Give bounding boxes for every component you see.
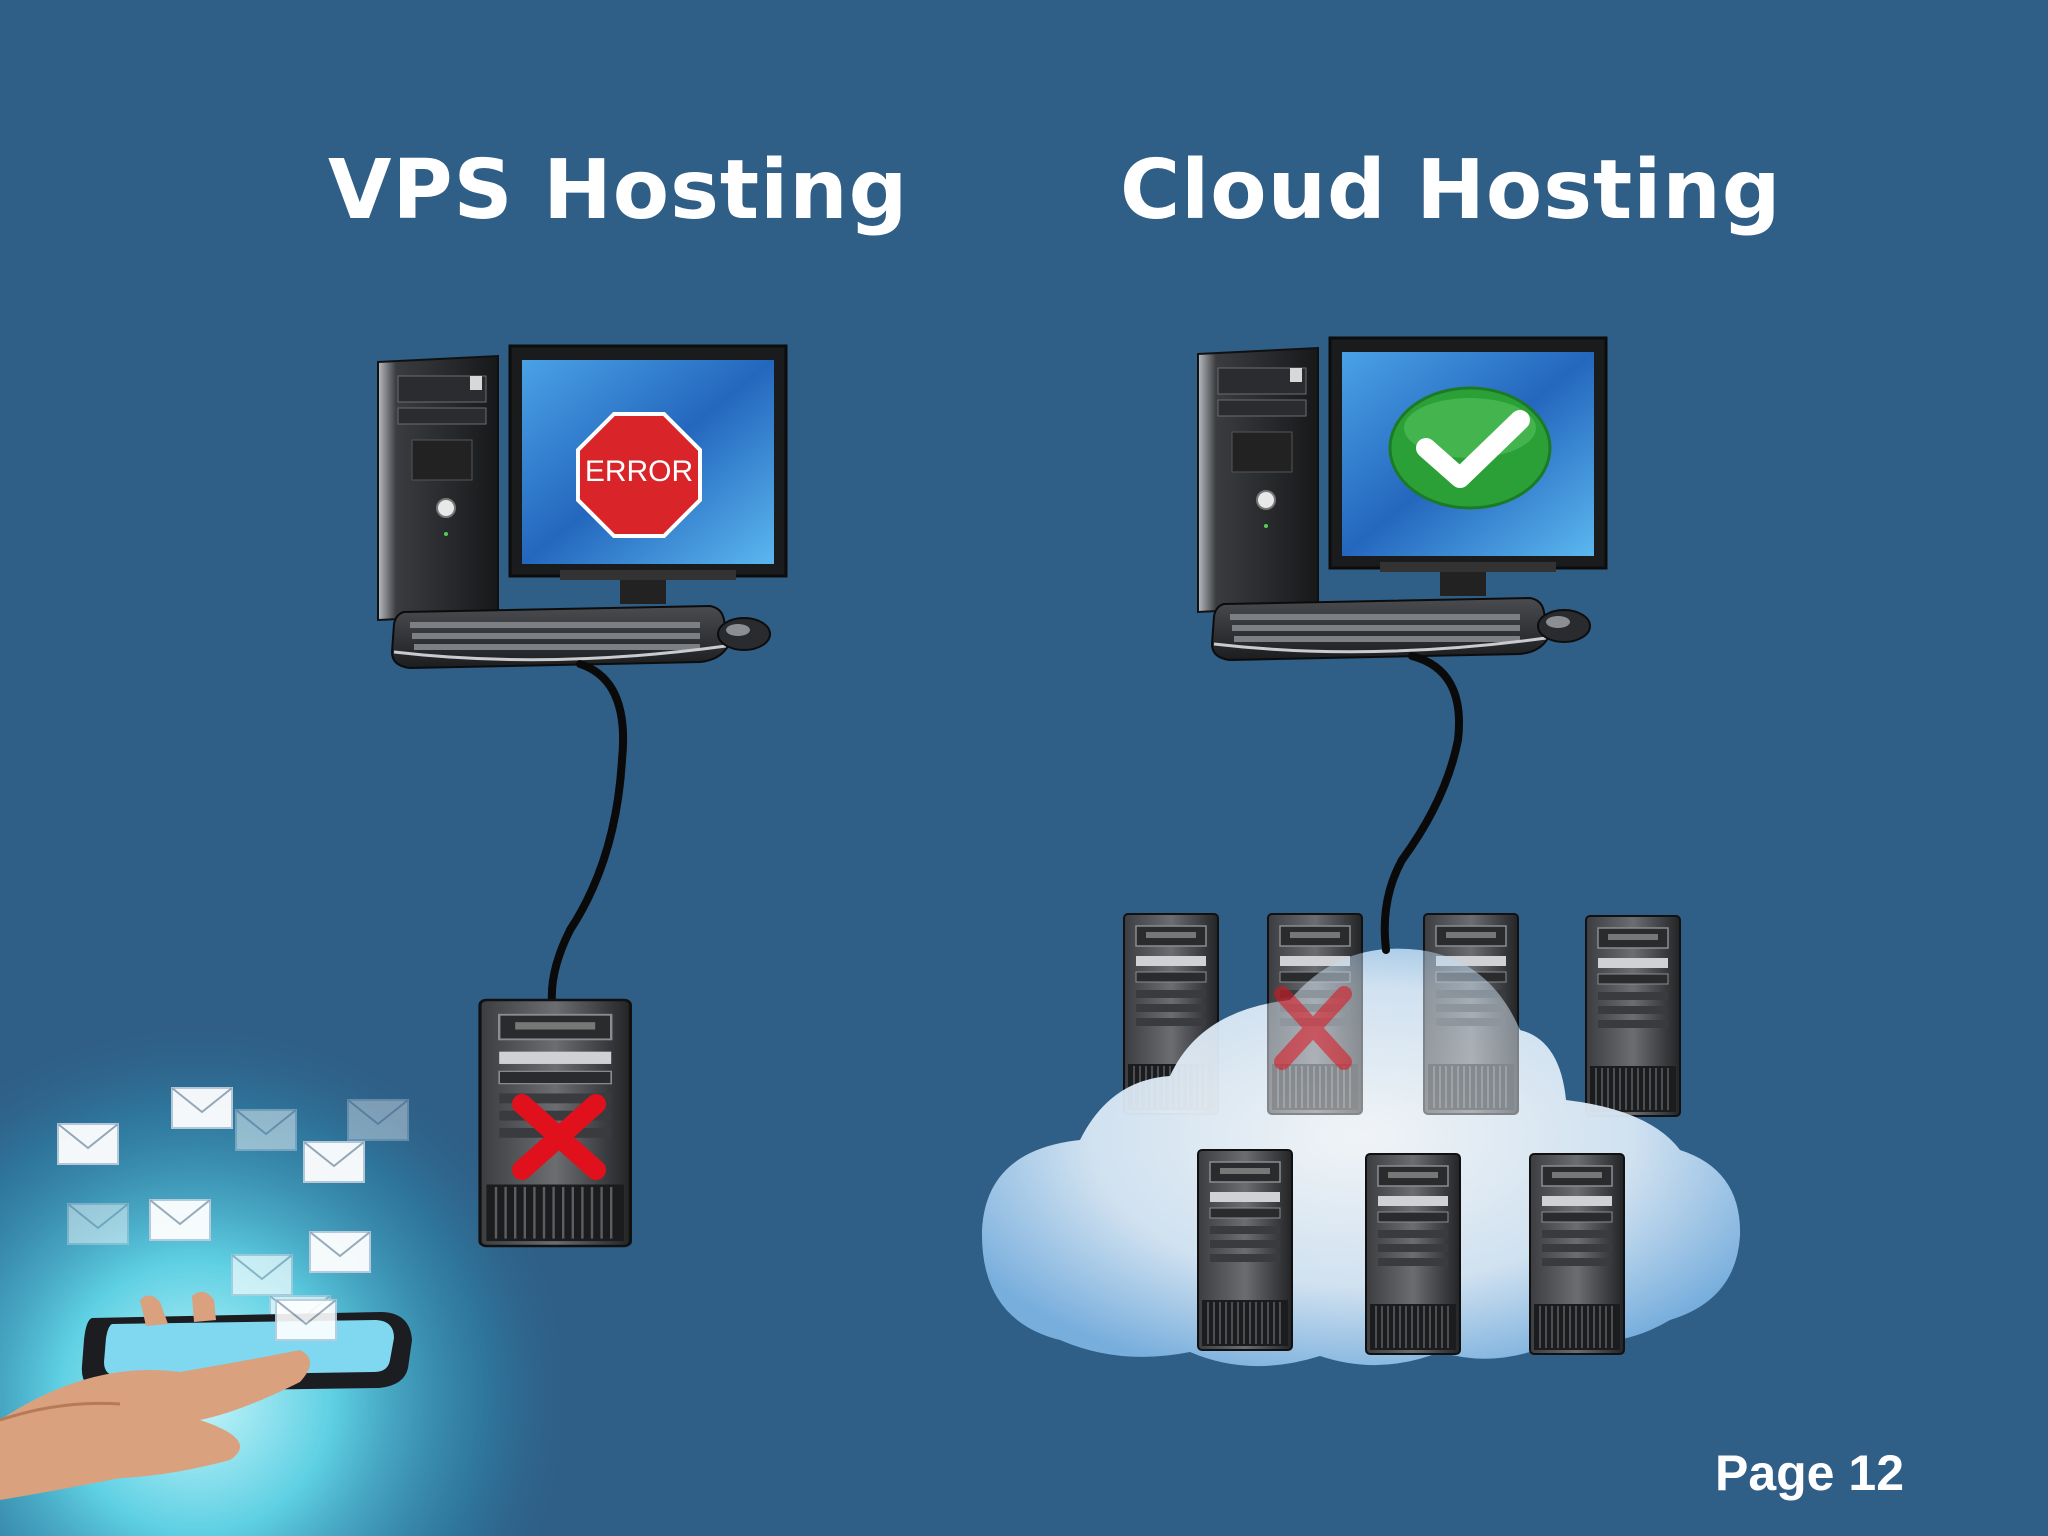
vps-hosting-title: VPS Hosting	[328, 143, 909, 238]
phone-decoration	[0, 980, 560, 1536]
page-number: Page 12	[1714, 1445, 1904, 1501]
stop-sign-icon: ERROR	[576, 412, 702, 538]
vps-server-failure-x-icon	[512, 1094, 606, 1180]
cloud-mouse-icon	[1537, 609, 1591, 643]
cloud-tower-icon	[1197, 346, 1319, 614]
hand-icon	[0, 1291, 310, 1500]
vps-keyboard-icon	[390, 604, 730, 670]
cloud-hosting-title: Cloud Hosting	[1120, 143, 1782, 238]
vps-monitor-icon	[508, 344, 788, 604]
vps-computer: ERROR	[377, 344, 788, 670]
vps-cable	[547, 660, 628, 1006]
cloud-servers-bottom-row	[1197, 1149, 1625, 1355]
vps-mouse-icon	[717, 617, 771, 651]
cloud-keyboard-icon	[1210, 596, 1550, 662]
vps-tower-icon	[377, 354, 499, 622]
error-sign-text: ERROR	[585, 455, 693, 488]
cloud-computer	[1197, 336, 1608, 662]
green-checkmark-icon	[1388, 386, 1552, 510]
cloud-cable	[1380, 652, 1463, 954]
cloud-failed-server-x-icon	[1274, 986, 1352, 1070]
